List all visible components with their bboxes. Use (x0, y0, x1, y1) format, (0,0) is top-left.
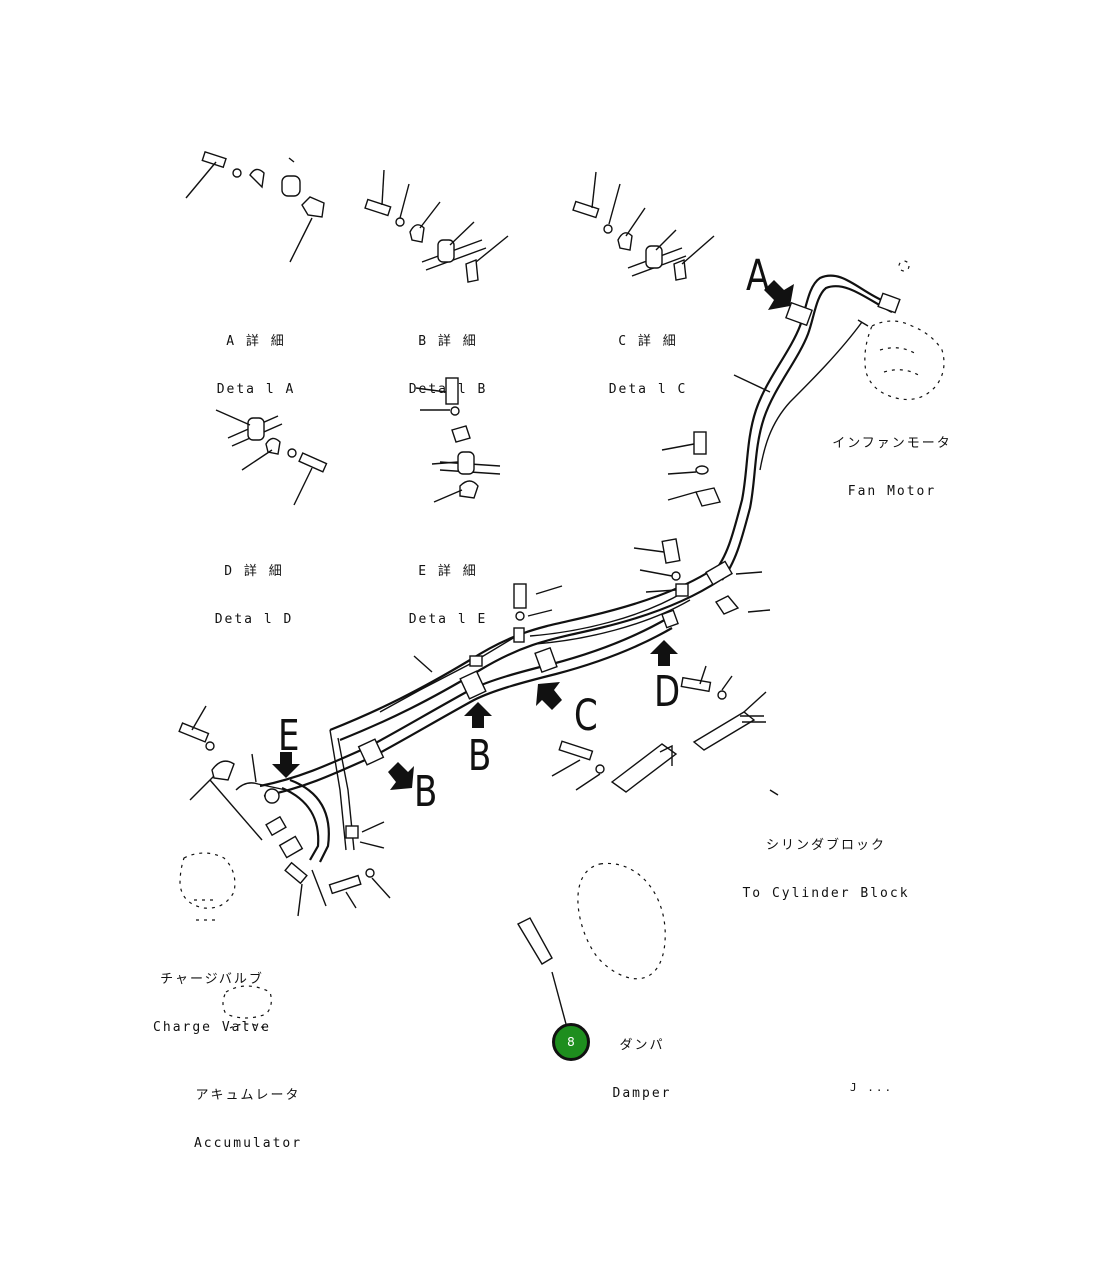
fasteners-right (513, 431, 779, 796)
detail-b-jp: B 詳 細 (418, 334, 478, 349)
fan-motor-label: インファンモータ Fan Motor (832, 404, 952, 516)
charge-valve-en: Charge Valve (153, 1020, 271, 1035)
pointer-letter-c: C (574, 691, 598, 741)
accumulator-jp: アキュムレータ (195, 1088, 301, 1103)
cylinder-block-jp: シリンダブロック (765, 838, 886, 853)
detail-e-caption: E 詳 細 Deta l E (409, 532, 488, 644)
detail-c-exploded-view (572, 171, 715, 281)
detail-d-jp: D 詳 細 (224, 564, 284, 579)
detail-d-caption: D 詳 細 Deta l D (215, 532, 294, 644)
detail-c-jp: C 詳 細 (618, 334, 678, 349)
charge-valve-jp: チャージバルブ (160, 972, 264, 987)
arrow-b2 (464, 702, 492, 728)
detail-a-caption: A 詳 細 Deta l A (217, 302, 296, 414)
damper-en: Damper (612, 1086, 672, 1101)
accumulator-en: Accumulator (193, 1136, 303, 1151)
detail-d-exploded-view (215, 409, 328, 506)
detail-b-caption: B 詳 細 Deta l B (409, 302, 488, 414)
charge-valve-label: チャージバルブ Charge Valve (153, 940, 271, 1052)
fan-motor-jp: インファンモータ (832, 436, 952, 451)
damper-phantom (517, 862, 666, 1025)
detail-e-jp: E 詳 細 (418, 564, 478, 579)
detail-a-en: Deta l A (216, 382, 296, 397)
detail-a-exploded-view (185, 150, 325, 263)
fasteners-left (178, 705, 391, 917)
detail-e-en: Deta l E (408, 612, 488, 627)
pointer-letter-b2: B (468, 731, 492, 781)
cylinder-block-en: To Cylinder Block (742, 886, 910, 901)
detail-a-jp: A 詳 細 (226, 334, 286, 349)
main-hose-assembly (235, 274, 901, 863)
pointer-letter-e: E (278, 711, 300, 761)
detail-e-exploded-view (415, 377, 501, 503)
pointer-letter-b1: B (414, 767, 438, 817)
pointer-letter-d: D (654, 667, 681, 717)
charge-valve-phantom (179, 852, 236, 921)
accumulator-label: アキュムレータ Accumulator (194, 1056, 302, 1168)
fan-motor-phantom (857, 260, 945, 401)
damper-label: ダンパ Damper (613, 1006, 672, 1118)
arrow-a (764, 280, 794, 310)
fan-motor-en: Fan Motor (847, 484, 937, 499)
arrow-d (650, 640, 678, 666)
cylinder-block-label: シリンダブロック To Cylinder Block (742, 806, 909, 918)
callout-badge[interactable]: 8 (552, 1023, 590, 1061)
detail-b-exploded-view (364, 169, 509, 283)
detail-c-caption: C 詳 細 Deta l C (609, 302, 688, 414)
detail-c-en: Deta l C (608, 382, 688, 397)
arrow-c (536, 682, 562, 710)
drawing-code: J ... (850, 1081, 894, 1094)
detail-b-en: Deta l B (408, 382, 488, 397)
pointer-arrows (272, 280, 794, 790)
arrow-e (272, 752, 300, 778)
damper-jp: ダンパ (619, 1038, 665, 1053)
arrow-b1 (388, 762, 414, 790)
pointer-letter-a: A (746, 251, 770, 301)
accumulator-phantom (222, 985, 272, 1029)
detail-d-en: Deta l D (214, 612, 294, 627)
